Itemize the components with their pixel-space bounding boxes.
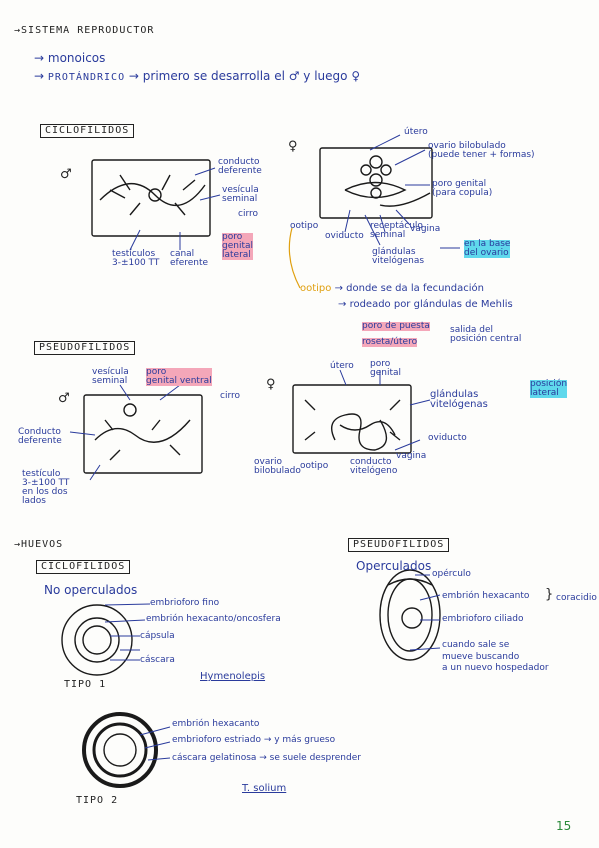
label-pseudo-testiculo: testículo 3-±100 TT en los dos lados — [22, 469, 70, 506]
label-salida: salida del posición central — [450, 325, 522, 344]
label-cascara: cáscara — [140, 655, 175, 665]
label-utero: útero — [404, 127, 428, 137]
pseudo-title: PSEUDOFILIDOS — [34, 341, 136, 355]
label-pseudo-ootipo: ootipo — [300, 461, 329, 471]
label-base-ovario: en la base del ovario — [464, 239, 511, 258]
label-pseudo-poro-ventral: poro genital ventral — [146, 367, 212, 386]
label-vesicula-seminal: vesícula seminal — [222, 185, 259, 204]
female-symbol-cyclo: ♀ — [288, 139, 298, 154]
label-pseudo-vesicula: vesícula seminal — [92, 367, 129, 386]
label-vagina: vagina — [410, 224, 441, 234]
hymenolepis: Hymenolepis — [200, 671, 266, 682]
label-pseudo-oviducto: oviducto — [428, 433, 467, 443]
label-embrion-hex-pseudo: embrión hexacanto — [442, 591, 530, 601]
label-tipo2-embrioforo: embrioforo estriado → y más grueso — [172, 735, 336, 745]
label-capsula: cápsula — [140, 631, 175, 641]
label-oviducto: oviducto — [325, 231, 364, 241]
label-pseudo-cirro: cirro — [220, 391, 240, 401]
label-ootipo: ootipo — [290, 221, 319, 231]
label-pseudo-utero: útero — [330, 361, 354, 371]
label-cirro: cirro — [238, 209, 258, 219]
label-glandulas-vitelogenas: glándulas vitelógenas — [372, 247, 425, 266]
label-operculo: opérculo — [432, 569, 471, 579]
label-tipo2-embrion: embrión hexacanto — [172, 719, 260, 729]
label-canal-eferente: canal eferente — [170, 249, 209, 268]
label-ovario-bilobulado: ovario bilobulado (puede tener + formas) — [428, 141, 535, 160]
label-pseudo-vagina: vagina — [396, 451, 427, 461]
label-rosetanea: roseta/útero — [362, 337, 418, 347]
label-poro-genital-lateral: poro genital lateral — [222, 232, 253, 260]
label-coracidio: coracidio — [556, 593, 597, 603]
huevos-pseudo-title: PSEUDOFILIDOS — [348, 538, 450, 552]
label-receptaculo-seminal: receptáculo seminal — [370, 221, 423, 240]
cyclo-title: CICLOFILIDOS — [40, 124, 135, 138]
male-symbol-pseudo: ♂ — [58, 391, 70, 406]
operculados: Operculados — [356, 559, 432, 573]
label-pseudo-conducto-vit: conducto vitelógeno — [350, 457, 398, 476]
label-pseudo-glandulas: glándulas vitelógenas — [430, 389, 488, 410]
male-symbol-cyclo: ♂ — [60, 167, 72, 182]
label-testiculos: testículos 3-±100 TT — [112, 249, 160, 268]
protandrico-line: → PROTÁNDRICO → primero se desarrolla el… — [34, 69, 361, 83]
huevos-title: →HUEVOS — [14, 539, 64, 550]
label-posicion-lateral: posición lateral — [530, 379, 568, 398]
label-tipo2-cascara: cáscara gelatinosa → se suele desprender — [172, 753, 361, 763]
female-symbol-pseudo: ♀ — [266, 377, 276, 392]
tipo-1: TIPO 1 — [64, 679, 107, 690]
label-pseudo-ovario: ovario bilobulado — [254, 457, 301, 476]
section-title-reproductor: →SISTEMA REPRODUCTOR — [14, 25, 155, 36]
label-conducto-deferente: conducto deferente — [218, 157, 262, 176]
monoicos-line: → monoicos — [34, 51, 106, 65]
label-embrioforo-fino: embrioforo fino — [150, 598, 220, 608]
brace: } — [545, 587, 554, 602]
t-solium: T. solium — [242, 783, 287, 794]
huevos-cyclo-title: CICLOFILIDOS — [36, 560, 131, 574]
label-embrioforo-ciliado: embrioforo ciliado — [442, 614, 524, 624]
label-poro-puesta: poro de puesta — [362, 321, 430, 331]
label-poro-genital-copula: poro genital (para copula) — [432, 179, 493, 198]
ootipo-note-2: → rodeado por glándulas de Mehlis — [338, 299, 513, 310]
label-embrion-oncosfera: embrión hexacanto/oncosfera — [146, 614, 281, 624]
no-operculados: No operculados — [44, 583, 138, 597]
label-pseudo-poro-genital: poro genital — [370, 359, 401, 378]
tipo-2: TIPO 2 — [76, 795, 119, 806]
ootipo-note: ootipo → donde se da la fecundación — [300, 283, 484, 294]
page-number: 15 — [556, 819, 572, 833]
label-cuando-sale: cuando sale se mueve buscando a un nuevo… — [442, 640, 549, 674]
label-pseudo-conducto: Conducto deferente — [18, 427, 62, 446]
